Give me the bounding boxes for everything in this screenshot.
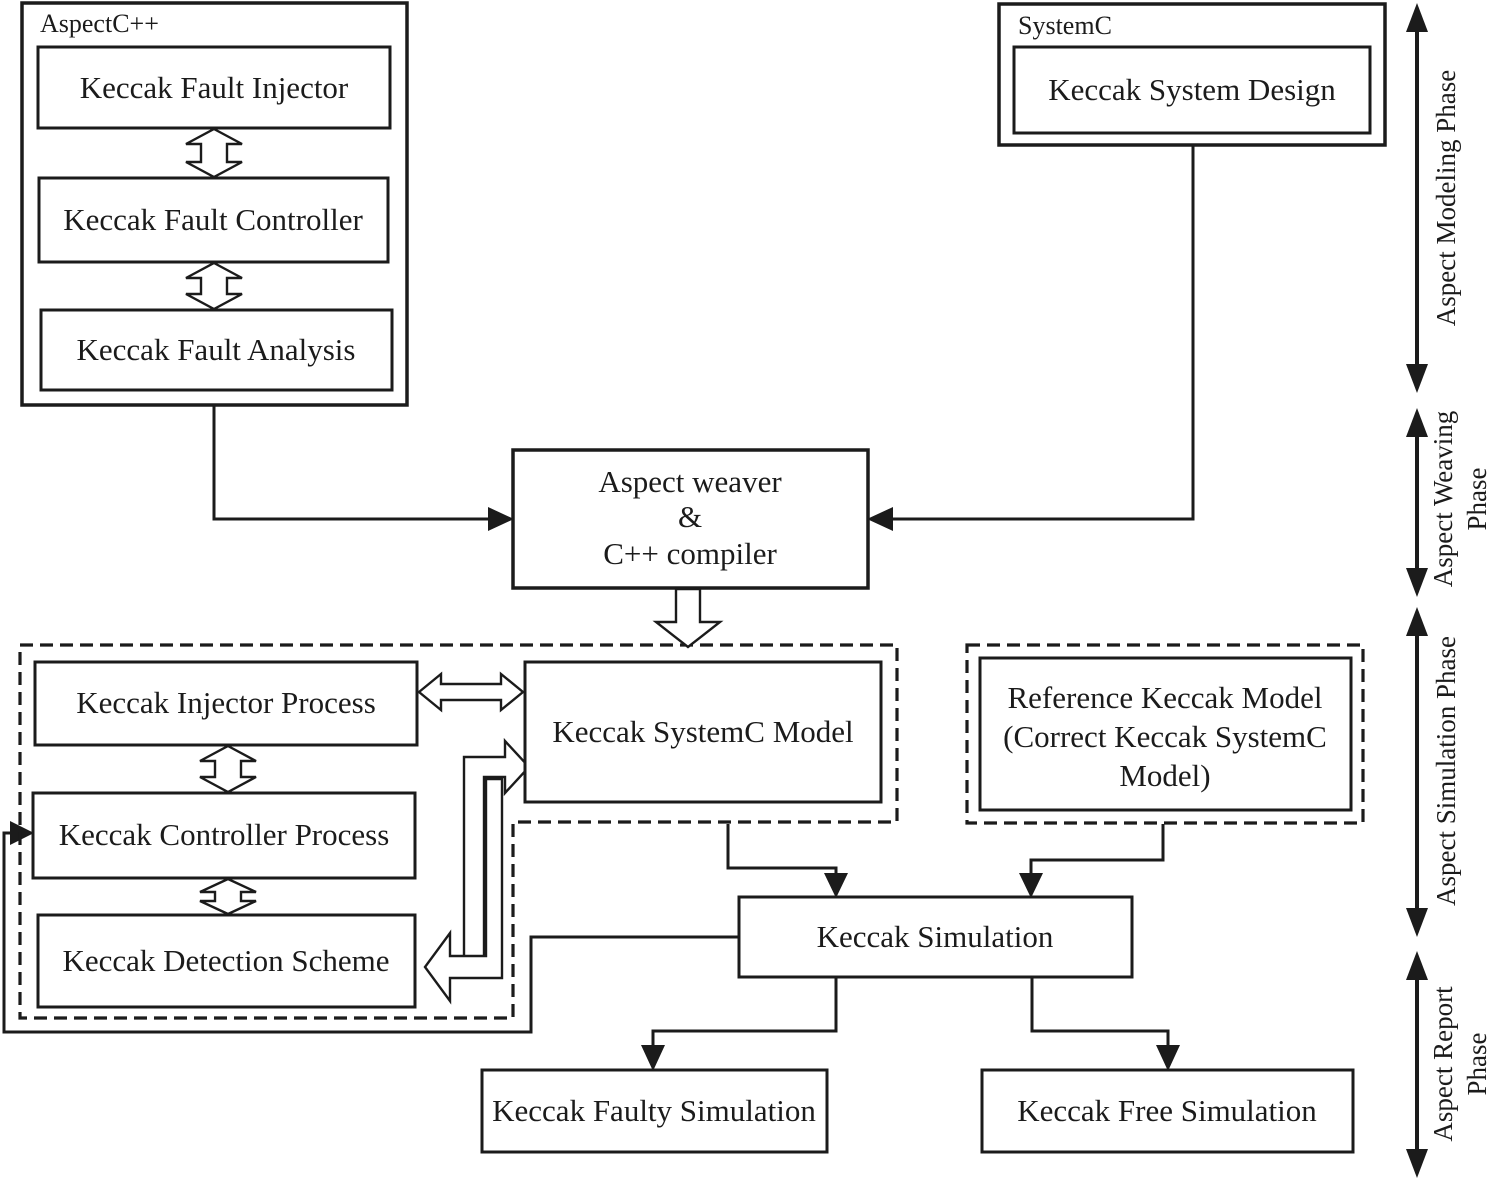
simulation-box bbox=[737, 895, 1134, 979]
connector-aspectcpp-to-weaver bbox=[212, 405, 490, 521]
aspectcpp-title: AspectC++ bbox=[40, 9, 159, 38]
simulation-label: Keccak Simulation bbox=[817, 919, 1054, 954]
fault-injector-box bbox=[36, 45, 392, 130]
arrowhead-into-weaver-right bbox=[867, 507, 893, 531]
weaver-label-line1: Aspect weaver bbox=[598, 464, 782, 499]
connector-simulation-to-faulty bbox=[651, 977, 838, 1048]
hollow-elbow-arrow-model-to-detection bbox=[423, 777, 504, 1005]
hollow-down-arrow-weaver-to-group bbox=[652, 587, 724, 649]
phase-arrow-modeling-bottom-head bbox=[1406, 364, 1428, 393]
phase-arrow-weaving-top-head bbox=[1406, 408, 1428, 437]
phase-indicators bbox=[1406, 3, 1428, 1178]
controller-process-box bbox=[31, 791, 417, 880]
weaver-box bbox=[511, 448, 870, 590]
arrowhead-into-faulty bbox=[641, 1045, 665, 1071]
reference-model-label-line1: Reference Keccak Model bbox=[1008, 680, 1323, 715]
faulty-simulation-label: Keccak Faulty Simulation bbox=[492, 1093, 816, 1128]
phase-arrow-modeling-top-head bbox=[1406, 3, 1428, 32]
weaver-label-line3: C++ compiler bbox=[603, 536, 777, 571]
connector-simulation-feedback-to-controller bbox=[2, 831, 739, 1034]
controller-process-label: Keccak Controller Process bbox=[59, 817, 390, 852]
hollow-elbow-arrow-detection-to-model bbox=[462, 737, 531, 962]
arrowhead-into-weaver-left bbox=[488, 507, 514, 531]
reference-model-dashed-container bbox=[965, 643, 1365, 825]
hollow-leftright-arrow-injectorprocess-model bbox=[417, 671, 525, 713]
connector-model-group-to-simulation bbox=[726, 824, 838, 876]
connector-systemc-to-weaver bbox=[891, 145, 1195, 521]
fault-controller-label: Keccak Fault Controller bbox=[63, 202, 363, 237]
faulty-simulation-box bbox=[480, 1068, 829, 1154]
phase-label-report-line2: Phase bbox=[1462, 1032, 1492, 1095]
detection-scheme-box bbox=[36, 913, 417, 1009]
hollow-updown-arrow-controllerprocess-detection bbox=[199, 877, 257, 916]
phase-label-simulation: Aspect Simulation Phase bbox=[1431, 636, 1461, 906]
phase-arrow-simulation-top-head bbox=[1406, 607, 1428, 636]
arrowhead-into-simulation-right bbox=[1019, 873, 1043, 898]
hollow-updown-arrow-injectorprocess-controllerprocess bbox=[199, 744, 257, 794]
weaver-label-line2: & bbox=[678, 499, 702, 534]
fault-analysis-label: Keccak Fault Analysis bbox=[77, 332, 356, 367]
reference-model-label-line3: Model) bbox=[1119, 758, 1210, 793]
free-simulation-box bbox=[980, 1068, 1355, 1154]
connector-simulation-to-free bbox=[1030, 977, 1170, 1048]
systemc-model-box bbox=[523, 660, 883, 804]
woven-model-dashed-container bbox=[18, 643, 899, 1020]
hollow-updown-arrow-injector-controller bbox=[185, 127, 243, 179]
reference-model-box bbox=[978, 656, 1353, 812]
injector-process-label: Keccak Injector Process bbox=[76, 685, 376, 720]
phase-label-weaving-line2: Phase bbox=[1462, 467, 1492, 530]
system-design-label: Keccak System Design bbox=[1048, 72, 1336, 107]
phase-arrow-report-bottom-head bbox=[1406, 1149, 1428, 1178]
reference-model-label-line2: (Correct Keccak SystemC bbox=[1003, 719, 1327, 754]
free-simulation-label: Keccak Free Simulation bbox=[1017, 1093, 1317, 1128]
phase-label-modeling: Aspect Modeling Phase bbox=[1431, 70, 1461, 326]
system-design-box bbox=[1012, 45, 1372, 135]
fault-injector-label: Keccak Fault Injector bbox=[80, 70, 349, 105]
phase-arrow-simulation-bottom-head bbox=[1406, 908, 1428, 937]
arrowhead-into-free bbox=[1156, 1045, 1180, 1071]
arrowhead-into-controller-process bbox=[10, 821, 34, 845]
phase-arrow-weaving-bottom-head bbox=[1406, 568, 1428, 597]
phase-label-weaving-line1: Aspect Weaving bbox=[1428, 411, 1458, 588]
systemc-title: SystemC bbox=[1018, 11, 1112, 40]
systemc-model-label: Keccak SystemC Model bbox=[552, 714, 853, 749]
injector-process-box bbox=[33, 660, 419, 747]
connectors bbox=[2, 145, 1195, 1071]
connector-reference-to-simulation bbox=[1029, 824, 1165, 876]
phase-label-report-line1: Aspect Report bbox=[1428, 986, 1458, 1142]
fault-analysis-box bbox=[39, 308, 394, 392]
detection-scheme-label: Keccak Detection Scheme bbox=[62, 943, 389, 978]
arrowhead-into-simulation-left bbox=[824, 873, 848, 898]
hollow-updown-arrow-controller-analysis bbox=[185, 261, 243, 311]
phase-arrow-report-top-head bbox=[1406, 951, 1428, 980]
